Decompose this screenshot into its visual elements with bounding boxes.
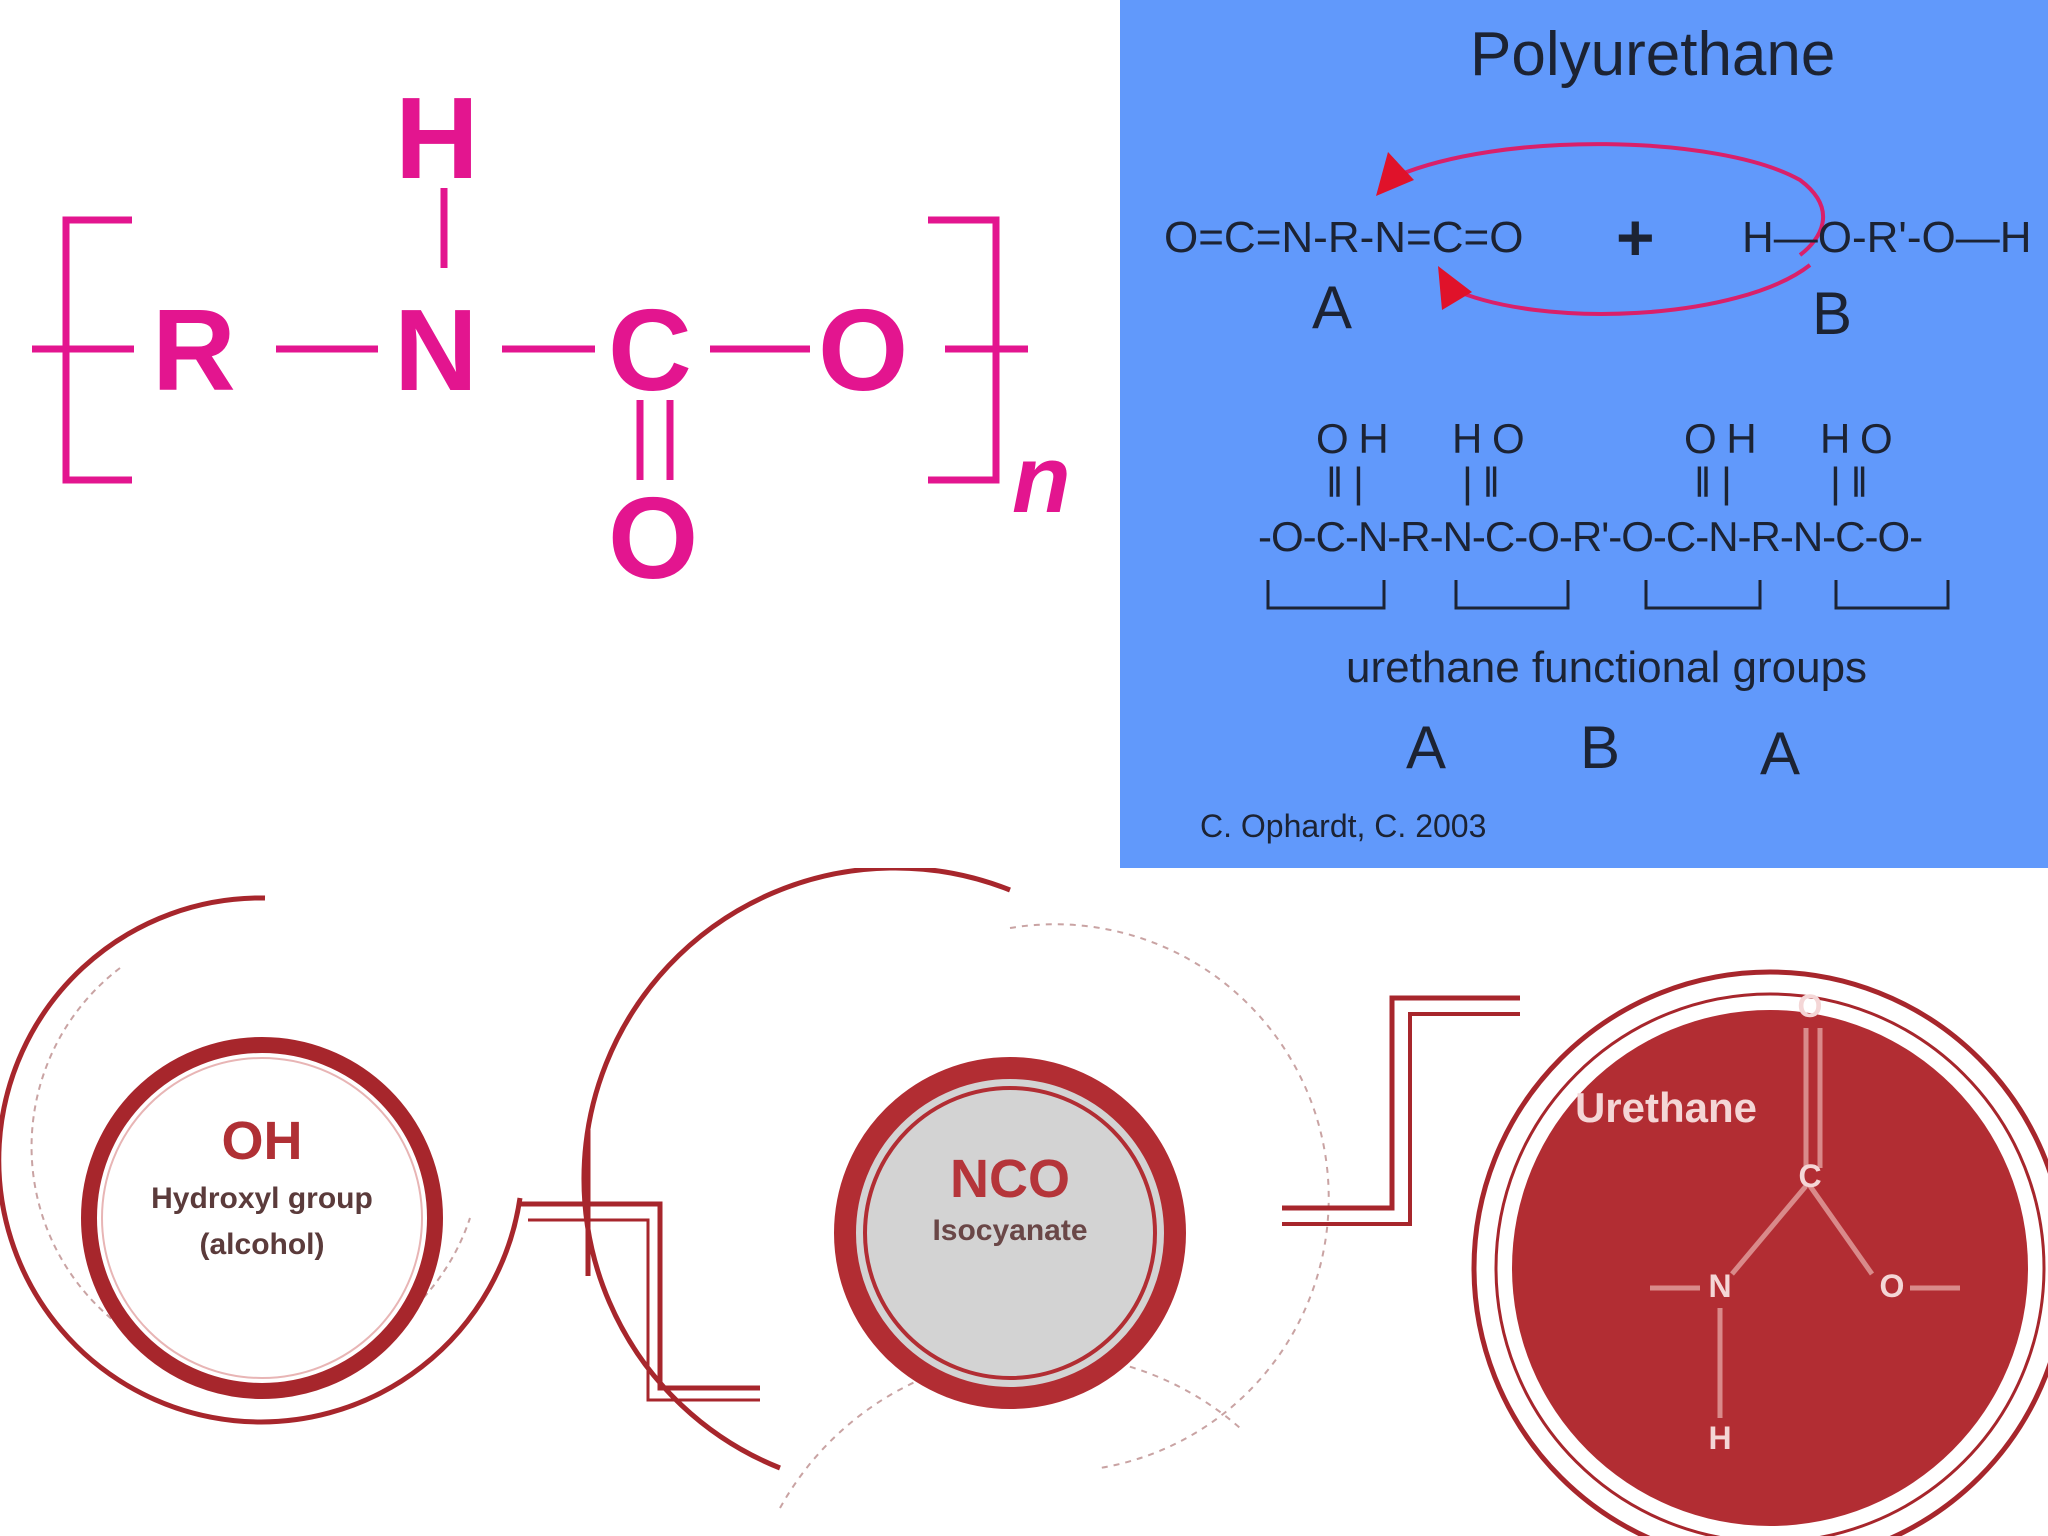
arrowhead-bottom: [1438, 266, 1472, 310]
atom-c: C: [608, 285, 692, 415]
isocyanate-dashed-arc: [1009, 923, 1330, 1469]
group-bracket-3: [1644, 580, 1762, 610]
reactant-a-formula: O=C=N-R-N=C=O: [1164, 213, 1524, 262]
hydroxyl-line2: (alcohol): [199, 1228, 325, 1261]
sequence-a-1: A: [1406, 714, 1447, 781]
reaction-arrows: [1266, 142, 1950, 610]
atom-r: R: [152, 285, 236, 415]
arrow-loop-bottom: [1449, 263, 1812, 316]
repeat-subscript-n: n: [1012, 426, 1071, 533]
isocyanate-circle: [834, 1057, 1186, 1409]
bond-c-n: [1730, 1184, 1808, 1276]
top-bonds-3: ‖ |: [1694, 459, 1732, 506]
urethane-atom-h: H: [1708, 1420, 1732, 1456]
atom-o-carbonyl: O: [608, 473, 699, 603]
plus-sign: +: [1616, 200, 1655, 274]
hydroxyl-circle: [81, 1037, 443, 1399]
urethane-atom-right-o: O: [1879, 1268, 1905, 1304]
top-bonds-1: ‖ |: [1326, 459, 1364, 506]
polymer-chain: -O-C-N-R-N-C-O-R'-O-C-N-R-N-C-O-: [1258, 513, 1923, 560]
sequence-b: B: [1580, 714, 1621, 781]
isocyanate-formula: NCO: [950, 1149, 1070, 1209]
hydroxyl-line1: Hydroxyl group: [151, 1182, 373, 1215]
group-bracket-2: [1454, 580, 1570, 610]
top-atoms-3: O H: [1684, 415, 1757, 462]
urethane-formation-diagram: OH Hydroxyl group (alcohol) NCO Isocyana…: [0, 868, 2048, 1536]
hydroxyl-formula: OH: [221, 1111, 303, 1171]
diagram-shapes: [0, 868, 2048, 1536]
urethane-atom-n: N: [1708, 1268, 1732, 1304]
urethane-mid-ring: [1494, 992, 2046, 1536]
atom-h: H: [395, 73, 479, 203]
reactant-b-formula: H—O-R'-O—H: [1742, 213, 2032, 262]
isocyanate-inner-ring: [863, 1086, 1157, 1380]
credit-line: C. Ophardt, C. 2003: [1200, 808, 1487, 844]
reactant-a-label: A: [1312, 274, 1353, 341]
arrowhead-top: [1376, 152, 1414, 196]
urethane-repeat-unit-formula: H R N C O O n: [0, 0, 1120, 870]
hydroxyl-outer-arc: [0, 895, 523, 1425]
top-atoms-1: O H: [1316, 415, 1389, 462]
reactant-b-label: B: [1812, 280, 1853, 347]
caption-urethane-groups: urethane functional groups: [1346, 643, 1868, 692]
isocyanate-line1: Isocyanate: [932, 1214, 1088, 1247]
top-bonds-2: | ‖: [1462, 459, 1500, 506]
atom-o-chain: O: [818, 285, 909, 415]
connector-left-bottom: [528, 1218, 760, 1402]
urethane-atom-top-o: O: [1797, 988, 1823, 1024]
hydroxyl-inner-ring: [101, 1057, 423, 1379]
connector-right-bottom: [1282, 1012, 1520, 1226]
arrow-loop-top: [1391, 142, 1825, 257]
top-atoms-2: H O: [1452, 415, 1525, 462]
top-bonds-4: | ‖: [1830, 459, 1868, 506]
urethane-atom-c: C: [1798, 1158, 1822, 1194]
sequence-a-2: A: [1760, 720, 1801, 787]
top-atoms-4: H O: [1820, 415, 1893, 462]
panel-title: Polyurethane: [1470, 20, 1836, 89]
bond-c-o: [1807, 1184, 1875, 1276]
connector-right-top: [1282, 995, 1520, 1211]
urethane-circle: [1512, 1010, 2028, 1526]
formula-bonds: [32, 188, 1028, 484]
group-bracket-1: [1266, 580, 1386, 610]
atom-n: N: [394, 285, 478, 415]
urethane-label: Urethane: [1574, 1084, 1758, 1131]
isocyanate-outer-arc: [581, 868, 1011, 1471]
polyurethane-reaction-panel: Polyurethane O=C=N-R-N=C=O + H—O-R'-O—H …: [1120, 0, 2048, 868]
group-bracket-4: [1834, 580, 1950, 610]
